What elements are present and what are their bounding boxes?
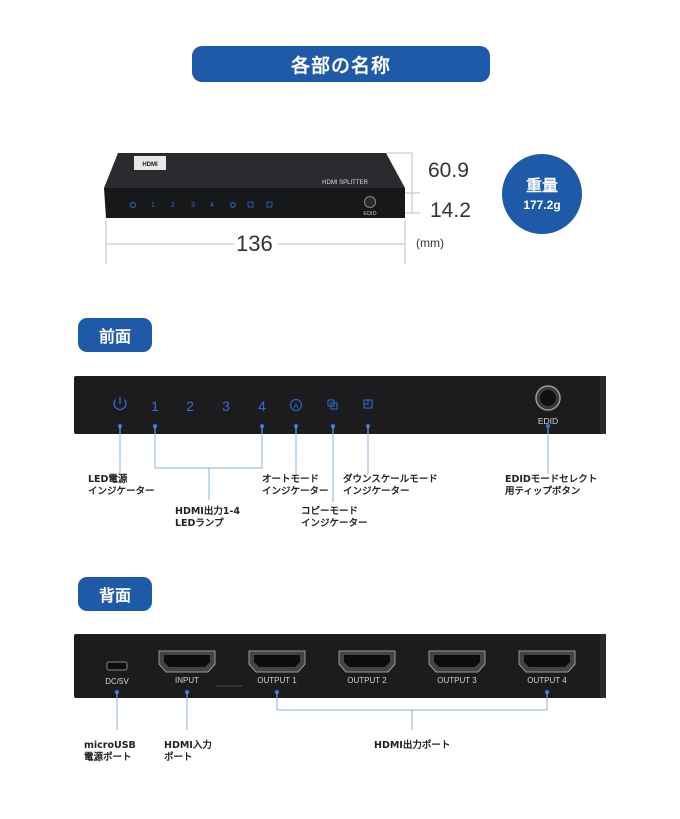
svg-text:3: 3	[191, 202, 195, 209]
callout-led-power: LED電源インジケーター	[88, 474, 155, 497]
hdmi-input-port	[158, 650, 216, 673]
svg-text:1: 1	[151, 202, 155, 209]
back-panel	[74, 634, 606, 698]
page-title: 各部の名称	[192, 46, 490, 82]
output-3-label: OUTPUT 3	[437, 676, 477, 685]
front-led-2: 2	[186, 398, 194, 414]
front-section-title: 前面	[78, 318, 152, 352]
back-section-title: 背面	[78, 577, 152, 611]
brand-logo-text: HDMI	[142, 162, 158, 168]
callout-hdmi-input: HDMI入力ポート	[164, 740, 212, 763]
device-top-face	[104, 153, 405, 188]
device-overview: HDMI HDMI SPLITTER 1 2 3 4 EDID	[104, 152, 420, 264]
hdmi-output-port-1	[248, 650, 306, 673]
width-dimension: 136	[236, 231, 273, 256]
svg-text:4: 4	[210, 202, 214, 209]
svg-text:2: 2	[171, 202, 175, 209]
overview-front-leds: 1 2 3 4	[130, 201, 273, 209]
callout-auto-mode: オートモードインジケーター	[262, 474, 329, 497]
copy-mode-icon	[327, 399, 338, 410]
dimension-unit: (mm)	[416, 236, 444, 250]
front-panel-diagram: 1 2 3 4 A EDID	[74, 376, 606, 502]
device-front-face	[104, 188, 405, 218]
micro-usb-port	[106, 661, 128, 671]
front-led-4: 4	[258, 398, 266, 414]
back-panel-diagram: DC/5V INPUT OUTPUT 1 OUTPUT 2 OUTPUT 3 O…	[74, 634, 606, 730]
callout-hdmi-output: HDMI出力ポート	[374, 740, 451, 751]
output-1-label: OUTPUT 1	[257, 676, 297, 685]
callout-edid-button: EDIDモードセレクト用ティップボタン	[505, 474, 598, 497]
hdmi-output-port-4	[518, 650, 576, 673]
device-model-text: HDMI SPLITTER	[322, 180, 368, 186]
callout-copy-mode: コピーモードインジケーター	[301, 506, 368, 529]
weight-label: 重量	[525, 176, 558, 195]
hdmi-output-port-2	[338, 650, 396, 673]
front-led-3: 3	[222, 398, 230, 414]
output-2-label: OUTPUT 2	[347, 676, 387, 685]
front-edid-label: EDID	[538, 416, 558, 426]
overview-edid-label: EDID	[363, 211, 376, 217]
input-label: INPUT	[175, 676, 199, 685]
overview-edid-button	[364, 196, 376, 208]
front-led-1: 1	[151, 398, 159, 414]
dc-label: DC/5V	[105, 677, 129, 686]
auto-mode-icon: A	[289, 398, 303, 412]
power-icon	[113, 397, 127, 411]
downscale-mode-icon	[363, 399, 373, 409]
callout-downscale-mode: ダウンスケールモードインジケーター	[343, 474, 438, 497]
hdmi-output-port-3	[428, 650, 486, 673]
brand-logo	[134, 156, 166, 170]
depth-dimension: 60.9	[428, 159, 469, 182]
front-panel	[74, 376, 606, 434]
height-dimension: 14.2	[430, 199, 471, 222]
weight-value: 177.2g	[523, 198, 561, 212]
weight-badge: 重量 177.2g	[502, 154, 582, 234]
svg-text:A: A	[294, 403, 299, 410]
output-4-label: OUTPUT 4	[527, 676, 567, 685]
